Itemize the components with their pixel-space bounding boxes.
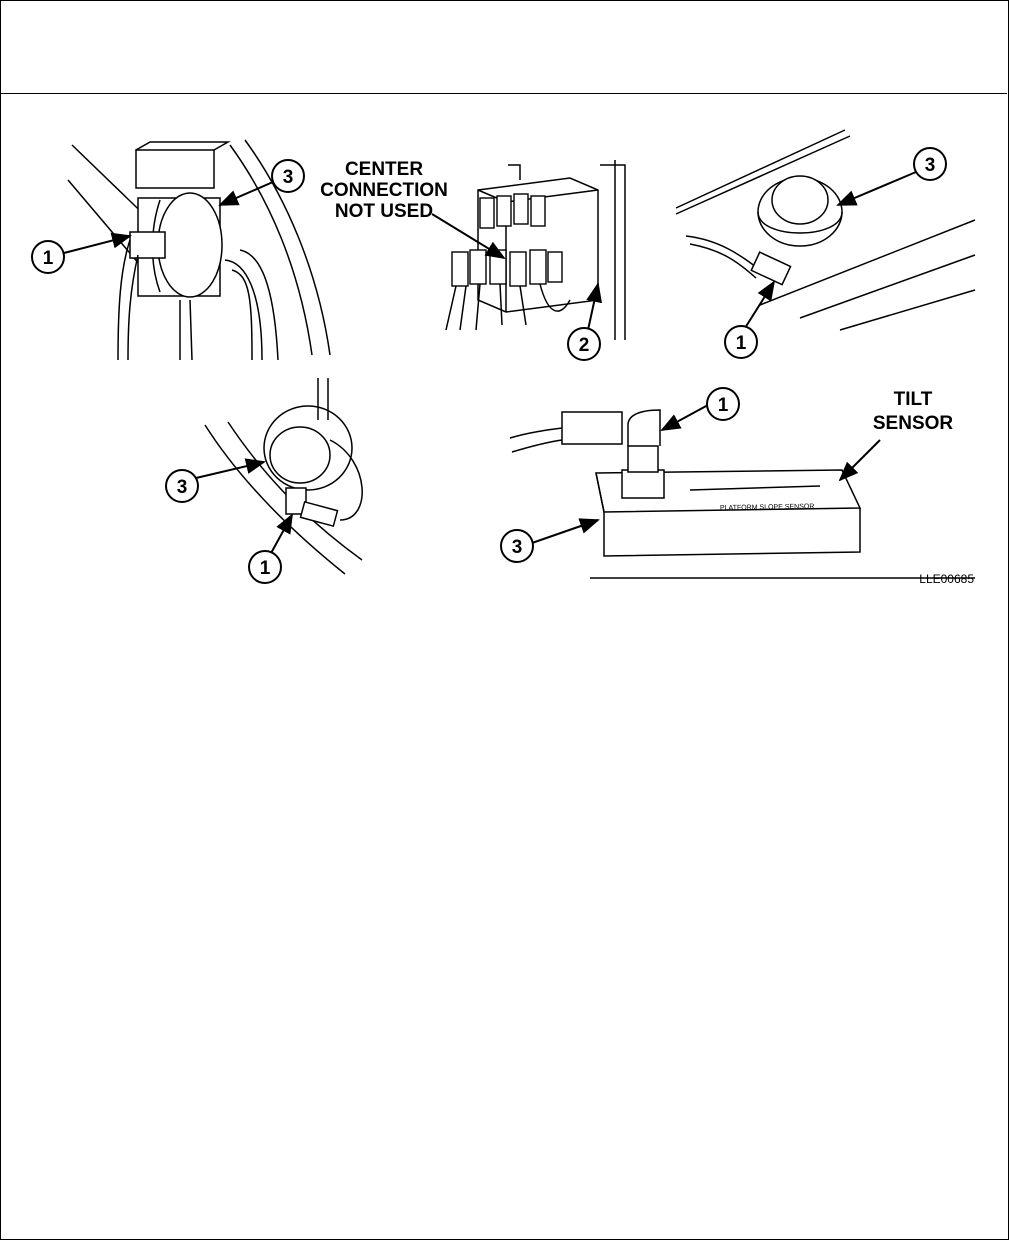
leader-arrows [63, 171, 917, 556]
callout-2-junction: 2 [567, 327, 601, 361]
center-label-line2: CONNECTION [320, 180, 448, 201]
callout-3-top-right: 3 [913, 147, 947, 181]
svg-text:1: 1 [43, 248, 54, 269]
callout-3-top-left: 3 [271, 159, 305, 193]
callout-1-bottom-right: 1 [706, 387, 740, 421]
svg-text:1: 1 [718, 395, 729, 416]
svg-text:3: 3 [925, 155, 936, 176]
illustration-figure: PLATFORM SLOPE SENSOR 1 3 2 3 1 3 [31, 129, 976, 586]
callout-1-top-right: 1 [724, 325, 758, 359]
svg-text:3: 3 [512, 537, 523, 558]
panel-round-sensor-angled [204, 378, 363, 575]
tilt-label-line2: SENSOR [873, 413, 954, 434]
callout-1-top-left: 1 [31, 240, 65, 274]
svg-text:3: 3 [177, 477, 188, 498]
page-header [0, 0, 1007, 94]
panel-tilt-sensor-box [509, 409, 975, 579]
callout-3-bottom-right: 3 [500, 529, 534, 563]
svg-text:1: 1 [736, 333, 747, 354]
center-label-line1: CENTER [345, 159, 423, 180]
panel-junction-box [445, 160, 626, 340]
sensor-plate-text: PLATFORM SLOPE SENSOR [720, 503, 814, 512]
panel-bracket-sensor [67, 139, 331, 361]
svg-text:3: 3 [283, 167, 294, 188]
center-label-line3: NOT USED [335, 201, 433, 222]
tilt-label-line1: TILT [894, 389, 933, 410]
panel-round-sensor-plate [675, 129, 976, 331]
callout-3-bottom-left: 3 [165, 469, 199, 503]
figure-id: LLE00685 [919, 572, 974, 586]
callout-1-bottom-left: 1 [248, 550, 282, 584]
svg-text:1: 1 [260, 558, 271, 579]
svg-text:2: 2 [579, 335, 590, 356]
label-tilt-sensor: TILT SENSOR [873, 389, 954, 434]
label-center-connection: CENTER CONNECTION NOT USED [320, 159, 448, 222]
